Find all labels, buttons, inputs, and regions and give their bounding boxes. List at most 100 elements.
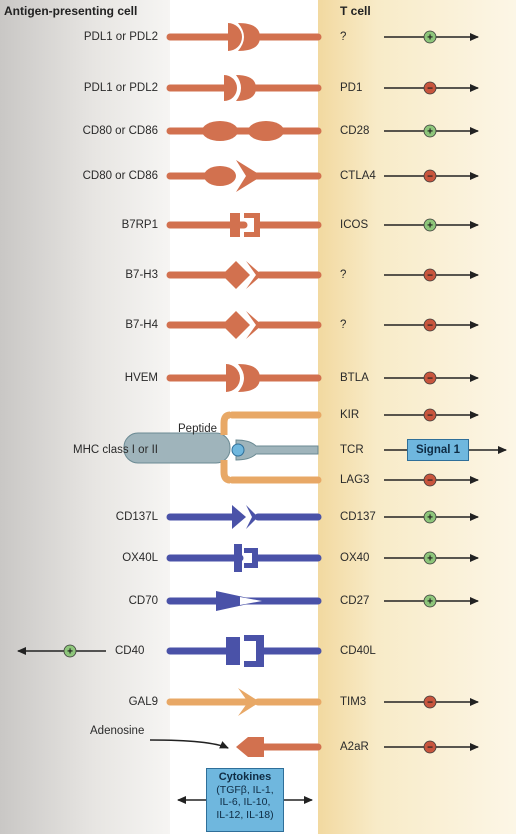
receptor-cd137: CD137 (340, 511, 376, 523)
ligand-knob-1 (224, 75, 237, 101)
ligand-wedge-13 (216, 591, 262, 611)
ligand-chevron-15 (238, 688, 260, 716)
receptor-unknown-c: ? (340, 319, 347, 331)
receptor-bracket-14 (244, 635, 264, 667)
ligand-cd40: CD40 (115, 645, 145, 657)
minus-sign-8 (423, 408, 437, 422)
ligand-b7h4: B7-H4 (125, 319, 158, 331)
ligand-diamond-6 (222, 311, 250, 339)
receptor-icos: ICOS (340, 219, 369, 231)
ligand-cd137l: CD137L (115, 511, 158, 523)
sign-glyph-11: + (427, 513, 433, 524)
cytokines-line-3: IL-12, IL-18) (216, 808, 274, 821)
receptor-btla: BTLA (340, 372, 369, 384)
receptor-tim3: TIM3 (340, 696, 367, 708)
ligand-block-12 (234, 544, 242, 572)
plus-sign-13 (423, 594, 437, 608)
ligand-block-4 (230, 213, 240, 237)
sign-glyph-0: + (427, 33, 433, 44)
sign-glyph-15: − (427, 698, 433, 709)
ligand-block-14 (226, 637, 240, 665)
receptor-ox40: OX40 (340, 552, 370, 564)
plus-sign-2 (423, 124, 437, 138)
minus-sign-5 (423, 268, 437, 282)
ligand-pdl1-pdl2-b: PDL1 or PDL2 (83, 82, 158, 94)
minus-sign-7 (423, 371, 437, 385)
sign-glyph-6: − (427, 321, 433, 332)
receptor-bracket-12 (244, 548, 258, 568)
ligand-knob-0 (228, 23, 242, 51)
minus-sign-6 (423, 318, 437, 332)
peptide-label: Peptide (178, 423, 218, 435)
receptor-chevron-11 (246, 505, 258, 529)
mhc-molecule (123, 432, 231, 464)
receptor-cd28: CD28 (340, 125, 370, 137)
ligand-gal9: GAL9 (128, 696, 158, 708)
peptide-dot (231, 443, 245, 457)
receptor-ellipse-2 (248, 121, 284, 141)
ligand-mhc: MHC class I or II (73, 444, 158, 456)
receptor-cup-0 (238, 23, 260, 51)
cytokines-line-1: (TGFβ, IL-1, (216, 783, 274, 796)
sign-glyph-1: − (427, 84, 433, 95)
receptor-a2ar: A2aR (340, 741, 369, 753)
receptor-unknown-a: ? (340, 31, 347, 43)
sign-glyph-7: − (427, 374, 433, 385)
tcell-region (318, 0, 516, 834)
minus-sign-1 (423, 81, 437, 95)
receptor-lag3: LAG3 (340, 474, 370, 486)
receptor-bracket-4 (244, 213, 260, 237)
plus-sign-12 (423, 551, 437, 565)
receptor-pd1: PD1 (340, 82, 363, 94)
adenosine-label: Adenosine (90, 725, 145, 737)
signal-1-box: Signal 1 (407, 439, 469, 461)
sign-glyph-3: − (427, 172, 433, 183)
ligand-pdl1-pdl2-a: PDL1 or PDL2 (83, 31, 158, 43)
sign-glyph-4: + (427, 221, 433, 232)
plus-sign-cd40 (63, 644, 77, 658)
a2ar-head (236, 737, 264, 757)
plus-sign-0 (423, 30, 437, 44)
ligand-arrow-11 (232, 505, 246, 529)
ligand-ellipse-3 (204, 166, 236, 186)
ligand-diamond-5 (222, 261, 250, 289)
minus-sign-16 (423, 740, 437, 754)
adenosine-arrow (149, 739, 229, 749)
sign-glyph-12: + (427, 554, 433, 565)
sign-glyph-cd40: + (67, 647, 73, 658)
lag3-arm (220, 460, 231, 484)
ligand-ellipse-2 (202, 121, 238, 141)
ligand-b7h3: B7-H3 (125, 269, 158, 281)
apc-region (0, 0, 170, 834)
sign-glyph-10: − (427, 476, 433, 487)
ligand-b7rp1: B7RP1 (121, 219, 158, 231)
minus-sign-15 (423, 695, 437, 709)
plus-sign-4 (423, 218, 437, 232)
sign-glyph-13: + (427, 597, 433, 608)
ligand-knob-7 (226, 364, 240, 392)
sign-glyph-5: − (427, 271, 433, 282)
receptor-tcr: TCR (340, 444, 364, 456)
kir-arm (220, 411, 231, 435)
receptor-cd40l: CD40L (340, 645, 376, 657)
ligand-cd80-cd86-b: CD80 or CD86 (82, 170, 158, 182)
cytokines-line-2: IL-6, IL-10, (219, 796, 271, 808)
receptor-ctla4: CTLA4 (340, 170, 376, 182)
receptor-cup-7 (238, 364, 260, 392)
receptor-cd27: CD27 (340, 595, 370, 607)
ligand-ox40l: OX40L (122, 552, 158, 564)
tcell-header: T cell (340, 4, 371, 18)
receptor-unknown-b: ? (340, 269, 347, 281)
ligand-cd70: CD70 (128, 595, 158, 607)
receptor-cup-1 (236, 75, 256, 101)
cytokines-title: Cytokines (218, 771, 272, 783)
receptor-kir: KIR (340, 409, 360, 421)
apc-header: Antigen-presenting cell (4, 4, 138, 18)
ligand-cd80-cd86-a: CD80 or CD86 (82, 125, 158, 137)
ligand-hvem: HVEM (124, 372, 158, 384)
sign-glyph-8: − (427, 411, 433, 422)
minus-sign-10 (423, 473, 437, 487)
cytokines-box: Cytokines (TGFβ, IL-1, IL-6, IL-10, IL-1… (206, 768, 284, 832)
